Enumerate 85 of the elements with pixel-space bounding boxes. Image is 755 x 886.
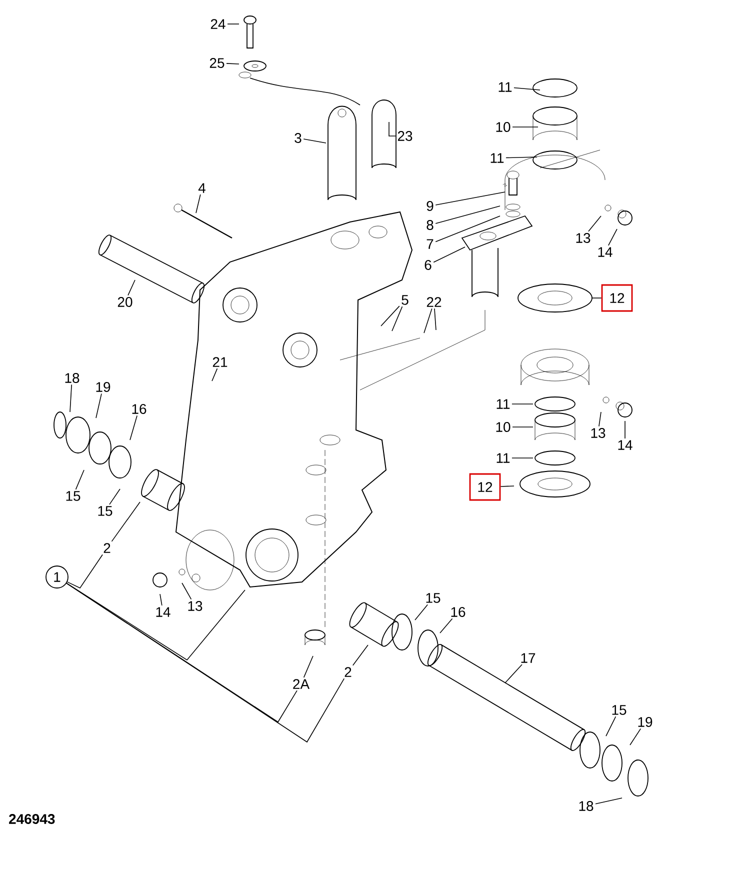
leader-line — [388, 122, 396, 136]
callout-number: 13 — [188, 601, 202, 611]
callout-number: 15 — [98, 506, 112, 516]
leader-line — [630, 728, 642, 746]
callout-number: 2 — [104, 543, 110, 553]
callout-number: 15 — [66, 491, 80, 501]
leader-line — [226, 63, 240, 64]
leader-line — [66, 554, 103, 589]
callout-number: 8 — [426, 220, 434, 230]
callout-number: 7 — [426, 239, 434, 249]
callout-number: 11 — [490, 153, 504, 163]
callout-number: 14 — [156, 607, 170, 617]
leader-line — [608, 228, 618, 246]
callout-number: 19 — [638, 717, 652, 727]
leader-line — [66, 582, 298, 723]
leader-line — [433, 246, 466, 263]
callout-number: 23 — [398, 131, 412, 141]
leader-line — [435, 216, 500, 242]
callout-number: 18 — [65, 373, 80, 383]
callout-number: 14 — [598, 247, 612, 257]
leader-line — [128, 280, 136, 296]
leader-line — [598, 412, 602, 427]
callout-number: 10 — [496, 422, 510, 432]
leader-line — [160, 594, 162, 606]
leader-line — [440, 618, 453, 634]
callout-number: 6 — [424, 260, 432, 270]
leader-line — [303, 656, 314, 678]
leader-line — [96, 393, 102, 418]
leader-line — [303, 138, 326, 144]
leader-line — [380, 306, 400, 326]
leader-line — [514, 87, 540, 90]
callout-number: 20 — [118, 297, 132, 307]
leader-line — [392, 306, 403, 332]
leader-line — [500, 486, 514, 487]
callout-number: 14 — [618, 440, 632, 450]
callout-number: 12 — [601, 284, 633, 312]
callout-number: 11 — [496, 399, 510, 409]
leader-line — [130, 415, 138, 440]
drawing-number: 246943 — [9, 814, 55, 824]
callout-number: 18 — [579, 801, 594, 811]
leader-line — [435, 206, 500, 224]
callout-number: 10 — [496, 122, 510, 132]
leader-line — [595, 798, 622, 804]
leader-line — [111, 502, 140, 542]
callout-number: 21 — [212, 357, 228, 367]
callout-number: 16 — [132, 404, 146, 414]
callout-number: 3 — [294, 133, 302, 143]
callout-number: 5 — [402, 295, 408, 305]
leader-line — [424, 308, 432, 334]
leader-line — [506, 156, 538, 158]
callout-number: 11 — [496, 453, 510, 463]
leader-line — [66, 582, 246, 661]
callout-number: 13 — [591, 428, 606, 438]
callout-number: 2A — [293, 679, 310, 689]
callout-number: 9 — [426, 201, 434, 211]
leader-line — [588, 216, 602, 232]
callout-number: 15 — [426, 593, 440, 603]
callout-number: 24 — [210, 19, 226, 29]
leader-line — [434, 308, 436, 330]
leader-line — [70, 384, 72, 412]
callout-number: 19 — [96, 382, 110, 392]
leader-line — [435, 192, 506, 206]
callout-number: 11 — [498, 82, 512, 92]
callout-number: 22 — [426, 297, 442, 307]
leader-line — [512, 126, 538, 128]
leader-line — [512, 426, 534, 428]
leader-line — [109, 488, 120, 505]
leader-line — [182, 582, 192, 600]
callout-number: 25 — [210, 58, 224, 68]
leader-line — [75, 470, 84, 490]
callout-number: 16 — [451, 607, 466, 617]
leader-line — [624, 420, 626, 439]
callout-number: 2 — [344, 667, 352, 677]
leader-line — [352, 644, 368, 666]
leader-line — [66, 582, 345, 743]
leader-line — [212, 368, 218, 382]
leader-line — [196, 194, 201, 214]
callout-number: 17 — [521, 653, 536, 663]
leader-line — [606, 716, 616, 736]
leader-line — [504, 664, 522, 684]
callout-number: 12 — [469, 473, 501, 501]
callout-number: 4 — [198, 183, 206, 193]
callout-number: 13 — [576, 233, 590, 243]
callout-number: 15 — [612, 705, 626, 715]
leader-line — [414, 604, 428, 620]
